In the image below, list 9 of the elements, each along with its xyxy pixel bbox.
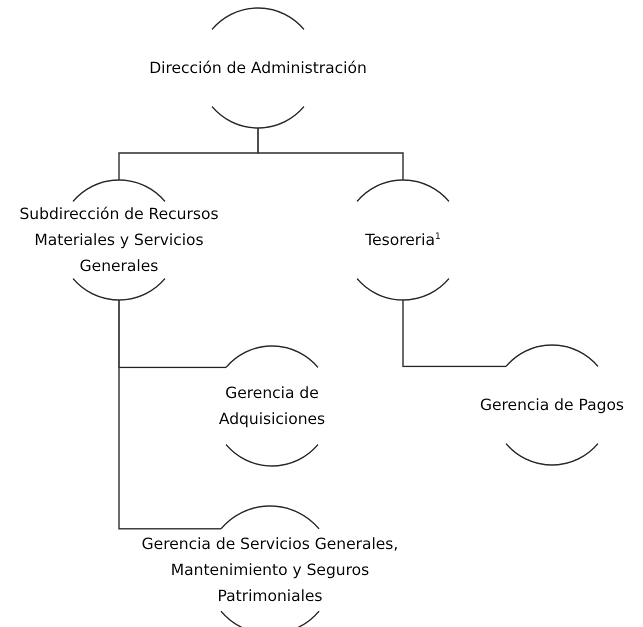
connector-line [402,300,506,368]
unit-name: Dirección de Administración [148,58,368,79]
unit-name: Gerencia de Adquisiciones [218,383,326,430]
unit-name: Tesoreria$^{1}$ [364,230,442,251]
connector-line [118,300,221,530]
unit-name: Gerencia de Servicios Generales, Mantenimiento y Seguros Patrimoniales [140,534,400,607]
unit-name: Subdirección de Recursos Materiales y Servicios Generales [18,204,220,277]
unit-name: Gerencia de Pagos [478,395,626,416]
connector-line [257,128,404,180]
